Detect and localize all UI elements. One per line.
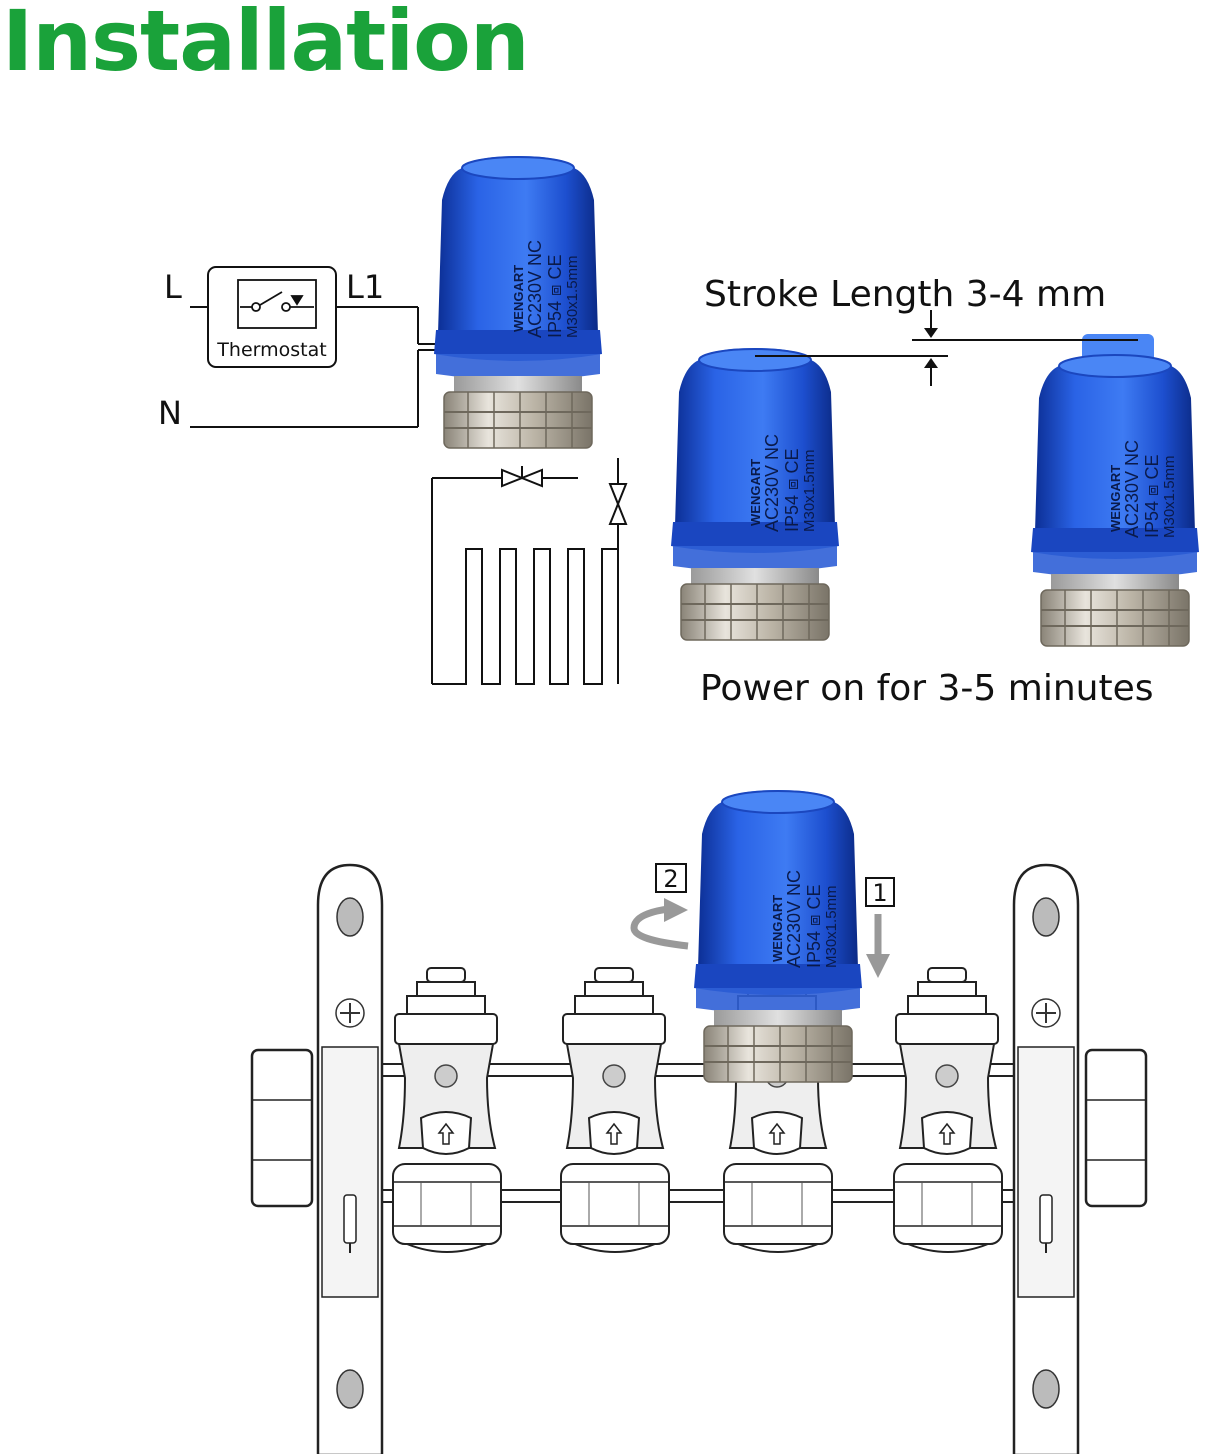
actuator-wiring: WENGART AC230V NC IP54 ⧈ CE M30x1.5mm [433, 155, 603, 449]
page-title: Installation [2, 0, 530, 90]
valve-symbol-horizontal [501, 466, 543, 488]
manifold-end-cap-right [1084, 1048, 1148, 1208]
svg-text:IP54 ⧈ CE: IP54 ⧈ CE [782, 449, 802, 532]
svg-text:M30x1.5mm: M30x1.5mm [801, 449, 818, 532]
svg-text:M30x1.5mm: M30x1.5mm [823, 885, 840, 968]
valve-symbol-vertical [608, 483, 628, 525]
power-on-label: Power on for 3-5 minutes [700, 668, 1153, 709]
manifold-diagram [250, 863, 1148, 1454]
manifold-end-cap-left [250, 1048, 314, 1208]
step-2-marker: 2 [655, 863, 687, 893]
svg-text:AC230V NC: AC230V NC [784, 870, 804, 968]
thermostat-box [207, 266, 337, 368]
thermostat-label: Thermostat [216, 339, 326, 361]
svg-text:AC230V NC: AC230V NC [525, 240, 545, 338]
actuator-print-4: WENGART AC230V NC IP54 ⧈ CE M30x1.5mm [770, 870, 840, 968]
svg-text:2: 2 [663, 865, 678, 893]
svg-text:WENGART: WENGART [511, 265, 526, 332]
svg-text:WENGART: WENGART [1108, 465, 1123, 532]
svg-text:WENGART: WENGART [748, 459, 763, 526]
actuator-print-2: WENGART AC230V NC IP54 ⧈ CE M30x1.5mm [748, 434, 818, 532]
svg-text:1: 1 [872, 879, 887, 907]
svg-text:AC230V NC: AC230V NC [1122, 440, 1142, 538]
stroke-dimension [755, 310, 1138, 386]
svg-text:IP54 ⧈ CE: IP54 ⧈ CE [545, 255, 565, 338]
actuator-closed: WENGART AC230V NC IP54 ⧈ CE M30x1.5mm [670, 347, 840, 641]
rotate-arrow-icon [630, 898, 689, 950]
svg-text:IP54 ⧈ CE: IP54 ⧈ CE [1142, 455, 1162, 538]
actuator-print-1: WENGART AC230V NC IP54 ⧈ CE M30x1.5mm [511, 240, 581, 338]
svg-text:AC230V NC: AC230V NC [762, 434, 782, 532]
svg-text:M30x1.5mm: M30x1.5mm [1161, 455, 1178, 538]
stroke-length-label: Stroke Length 3-4 mm [704, 274, 1106, 315]
label-n: N [158, 394, 182, 432]
actuator-open: WENGART AC230V NC IP54 ⧈ CE M30x1.5mm [1030, 334, 1200, 647]
wiring-diagram: L Thermostat L1 N [158, 266, 440, 432]
switch-icon [240, 291, 314, 312]
svg-text:IP54 ⧈ CE: IP54 ⧈ CE [804, 885, 824, 968]
svg-text:WENGART: WENGART [770, 895, 785, 962]
heating-loop-diagram [431, 458, 628, 685]
actuator-print-3: WENGART AC230V NC IP54 ⧈ CE M30x1.5mm [1108, 440, 1178, 538]
actuator-manifold: WENGART AC230V NC IP54 ⧈ CE M30x1.5mm [693, 789, 863, 1083]
label-l: L [164, 268, 182, 306]
step-1-marker: 1 [865, 877, 895, 907]
label-l1: L1 [346, 268, 384, 306]
down-arrow-icon [866, 914, 890, 978]
svg-text:M30x1.5mm: M30x1.5mm [564, 255, 581, 338]
